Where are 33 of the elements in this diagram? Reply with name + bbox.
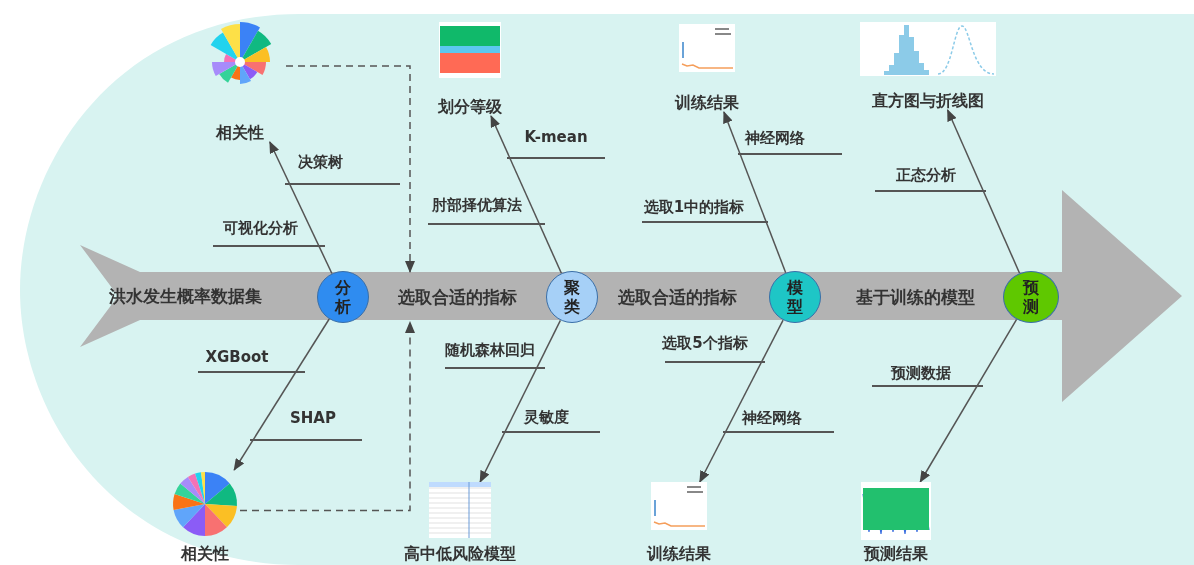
branch-label: XGBoot — [205, 348, 269, 366]
branch-label: K-mean — [524, 128, 588, 146]
spine-label: 选取合适的指标 — [385, 276, 530, 318]
spine-label: 基于训练的模型 — [840, 276, 990, 318]
arrow — [269, 141, 333, 275]
branch-label: 神经网络 — [742, 409, 802, 427]
branch-label: 选取1中的指标 — [643, 198, 745, 216]
branch-label: 决策树 — [297, 153, 343, 171]
node-label: 相关性 — [181, 545, 229, 563]
dashed-arrow — [285, 65, 415, 273]
branch-label: SHAP — [290, 409, 336, 427]
node-label: 训练结果 — [647, 545, 711, 563]
node-label: 预测结果 — [864, 545, 928, 563]
node-label: 划分等级 — [438, 98, 502, 116]
branch-label: 正态分析 — [896, 166, 956, 184]
arrow — [699, 319, 784, 483]
arrow — [233, 318, 330, 471]
branch-label: 预测数据 — [891, 364, 951, 382]
spine-label: 选取合适的指标 — [605, 276, 750, 318]
arrow — [723, 111, 787, 274]
dashed-arrow — [239, 321, 415, 512]
node-label: 训练结果 — [675, 94, 739, 112]
node-label: 相关性 — [216, 124, 264, 142]
arrow — [479, 319, 562, 483]
arrow — [946, 109, 1021, 275]
arrow — [919, 318, 1018, 483]
arrow — [490, 115, 563, 275]
node-label: 高中低风险模型 — [404, 545, 516, 563]
node-label: 直方图与折线图 — [872, 92, 984, 110]
branch-label: 肘部择优算法 — [432, 196, 522, 214]
branch-label: 神经网络 — [745, 129, 805, 147]
spine-label: 洪水发生概率数据集 — [78, 280, 293, 312]
branch-label: 灵敏度 — [523, 408, 569, 426]
